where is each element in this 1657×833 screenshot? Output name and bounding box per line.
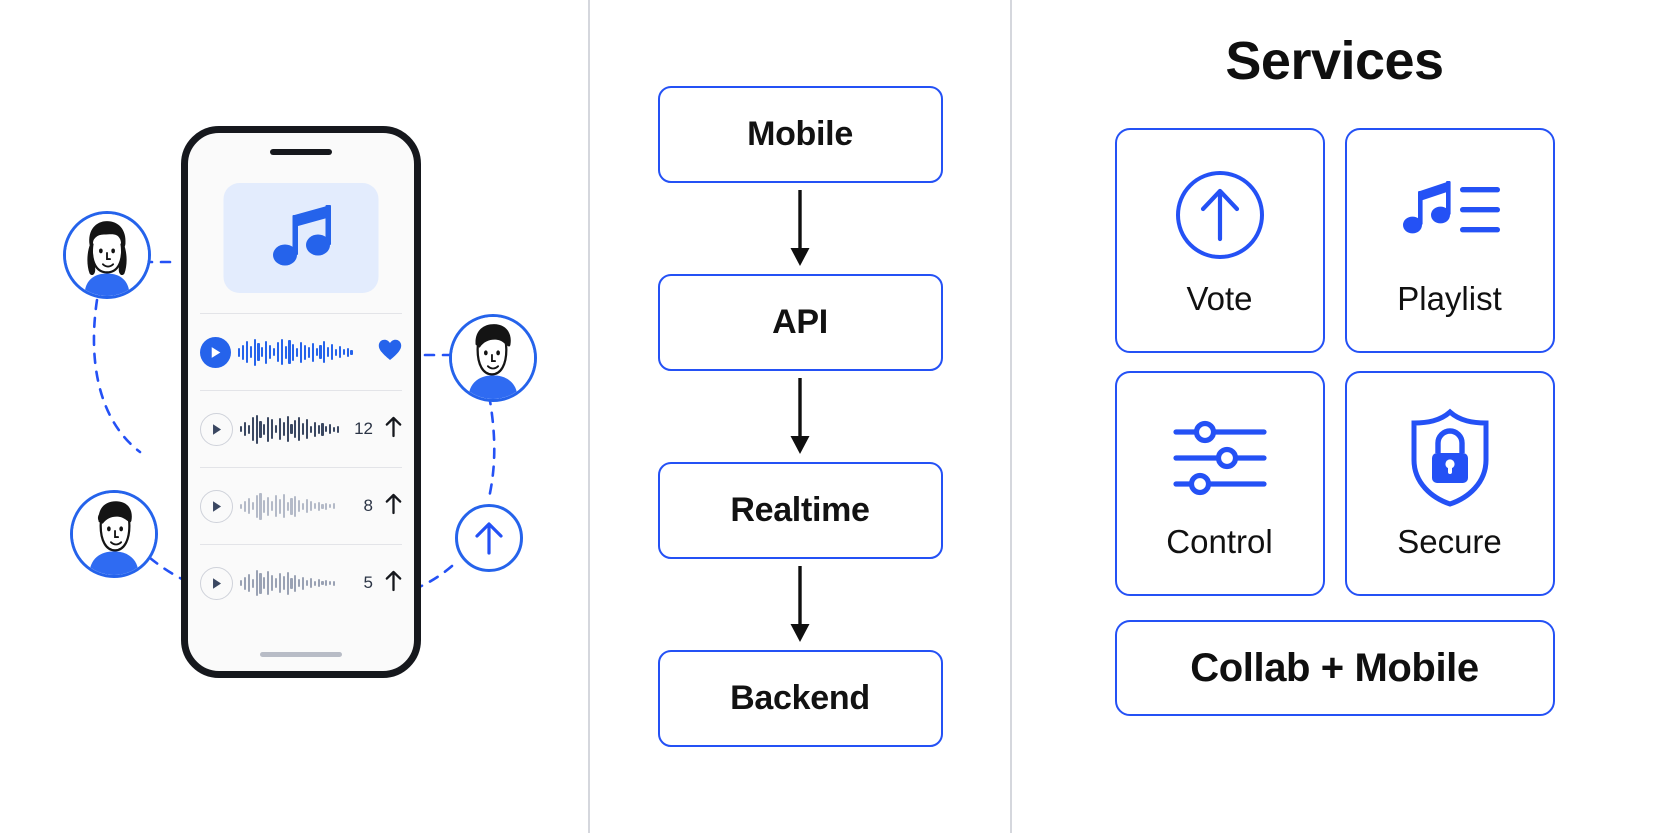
panel-architecture: Mobile API Realtime xyxy=(590,0,1010,833)
avatar-man-icon xyxy=(452,317,534,399)
service-icon xyxy=(1174,164,1266,266)
service-card-vote[interactable]: Vote xyxy=(1114,128,1325,353)
flow-node-mobile[interactable]: Mobile xyxy=(657,86,943,183)
track-row[interactable]: 8 xyxy=(200,467,402,544)
service-wide-label: Collab + Mobile xyxy=(1190,645,1479,690)
album-artwork xyxy=(223,183,379,293)
flow-node-realtime[interactable]: Realtime xyxy=(657,462,943,559)
service-icon xyxy=(1407,407,1493,509)
heart-filled-icon xyxy=(378,339,402,360)
panel-collaboration: 12 xyxy=(0,0,588,833)
track-row[interactable]: 5 xyxy=(200,544,402,621)
music-note-icon xyxy=(272,205,331,266)
vote-count: 5 xyxy=(363,573,373,592)
waveform xyxy=(238,335,369,369)
panel-divider xyxy=(588,0,590,833)
play-button[interactable] xyxy=(200,489,233,523)
flow-node-api[interactable]: API xyxy=(657,274,943,371)
vote-count: 8 xyxy=(363,496,373,515)
play-outline-icon xyxy=(213,423,222,435)
flow-connector xyxy=(787,183,813,274)
waveform xyxy=(240,489,346,523)
services-grid: Vote xyxy=(1114,128,1555,596)
track-list: 12 xyxy=(200,313,402,621)
play-button[interactable] xyxy=(200,566,233,600)
upvote-node[interactable] xyxy=(455,504,523,572)
music-list-icon xyxy=(1402,180,1500,233)
home-indicator xyxy=(260,652,342,657)
upvote-button[interactable] xyxy=(385,416,402,443)
flow-node-label: Backend xyxy=(730,679,870,717)
arrow-down-icon xyxy=(790,377,810,454)
service-icon xyxy=(1170,407,1270,509)
play-button[interactable] xyxy=(200,336,231,368)
play-outline-icon xyxy=(213,577,222,589)
service-card-control[interactable]: Control xyxy=(1114,371,1325,596)
phone-notch xyxy=(270,149,332,155)
avatar-man-icon xyxy=(73,493,155,575)
arrow-up-icon xyxy=(385,570,402,591)
track-row[interactable]: 12 xyxy=(200,390,402,467)
service-icon xyxy=(1398,164,1502,266)
avatar-woman-icon xyxy=(66,214,148,296)
arrow-up-icon xyxy=(385,493,402,514)
flow-connector xyxy=(787,371,813,462)
sliders-icon xyxy=(1172,420,1267,495)
flow-node-backend[interactable]: Backend xyxy=(657,650,943,747)
service-card-collab-mobile[interactable]: Collab + Mobile xyxy=(1114,620,1555,716)
arrow-up-circle-icon xyxy=(1175,170,1264,259)
service-label: Playlist xyxy=(1397,279,1502,317)
avatar[interactable] xyxy=(449,314,537,402)
arrow-up-icon xyxy=(385,416,402,437)
upvote-button[interactable] xyxy=(385,570,402,597)
panel-services: Services Vote xyxy=(1012,0,1657,833)
vote-count: 12 xyxy=(354,419,373,438)
service-card-secure[interactable]: Secure xyxy=(1344,371,1555,596)
flow-node-label: Mobile xyxy=(747,115,853,153)
play-outline-icon xyxy=(213,500,222,512)
upvote-button[interactable] xyxy=(385,493,402,520)
flow-node-label: API xyxy=(772,303,828,341)
phone-device: 12 xyxy=(181,126,421,678)
play-button[interactable] xyxy=(200,412,233,446)
page-title: Services xyxy=(1225,31,1444,91)
service-label: Secure xyxy=(1397,522,1502,560)
avatar[interactable] xyxy=(63,211,151,299)
service-label: Vote xyxy=(1186,279,1253,317)
play-filled-icon xyxy=(211,346,221,358)
shield-lock-icon xyxy=(1411,408,1488,507)
track-row[interactable] xyxy=(200,313,402,390)
arrow-down-icon xyxy=(790,565,810,642)
favorite-button[interactable] xyxy=(378,339,402,366)
waveform xyxy=(240,412,346,446)
avatar[interactable] xyxy=(70,490,158,578)
flow-node-label: Realtime xyxy=(730,491,870,529)
waveform xyxy=(240,566,346,600)
flow-connector xyxy=(787,559,813,650)
arrow-down-icon xyxy=(790,189,810,266)
panel-divider xyxy=(1010,0,1012,833)
service-label: Control xyxy=(1166,522,1273,560)
arrow-up-circle-icon xyxy=(475,522,503,555)
service-card-playlist[interactable]: Playlist xyxy=(1344,128,1555,353)
